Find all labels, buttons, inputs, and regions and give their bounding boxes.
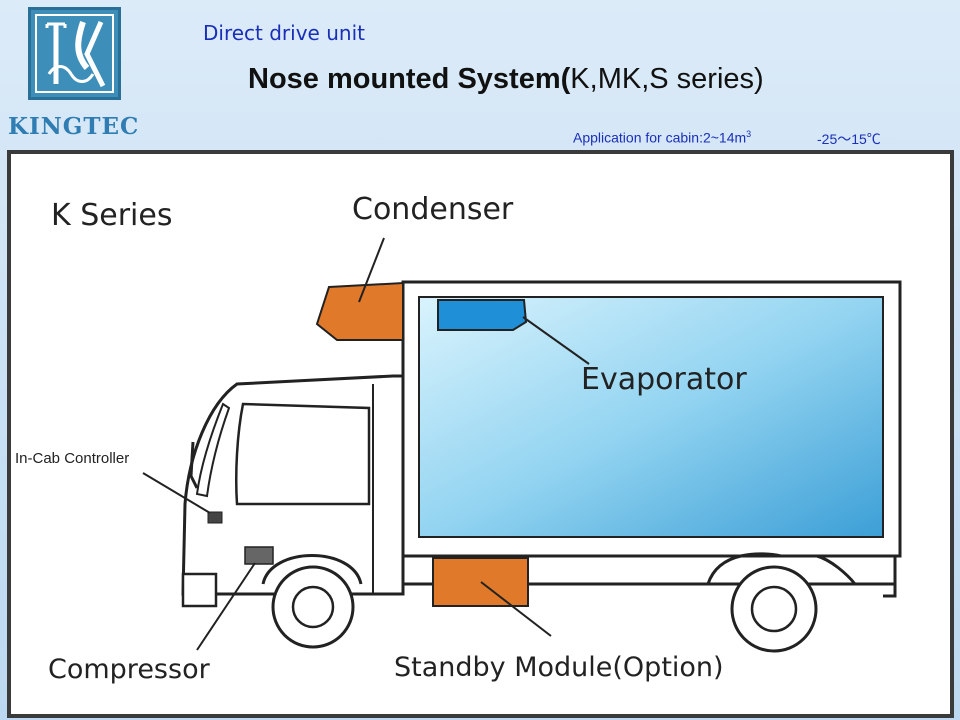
condenser-unit <box>315 281 404 341</box>
truck-diagram <box>142 237 902 653</box>
application-note: Application for cabin:2~14m3 <box>573 129 751 146</box>
compressor-unit <box>244 546 274 565</box>
standby-module-unit <box>432 557 529 607</box>
compressor-label: Compressor <box>48 654 210 685</box>
side-mirror <box>189 441 199 489</box>
standby-module-label: Standby Module(Option) <box>394 652 724 683</box>
title-series: K,MK,S series) <box>570 63 764 95</box>
kingtec-logo <box>28 7 121 100</box>
temperature-range: -25～15℃ <box>817 131 881 147</box>
condenser-label: Condenser <box>352 192 514 227</box>
truck-cab <box>181 374 405 608</box>
rear-wheel <box>730 565 818 653</box>
cargo-box <box>401 280 902 558</box>
in-cab-controller-label: In-Cab Controller <box>15 450 130 467</box>
leader-lines <box>142 237 590 651</box>
page-title: Nose mounted System(K,MK,S series) <box>248 63 764 96</box>
application-superscript: 3 <box>746 129 752 139</box>
title-main: Nose mounted System( <box>248 63 571 95</box>
diagram-panel: K Series Condenser Evaporator In-Cab Con… <box>7 150 954 718</box>
in-cab-controller <box>207 511 223 524</box>
evaporator-unit <box>437 299 528 331</box>
logo-wordmark: KINGTEC <box>8 113 140 140</box>
application-text: Application for cabin:2~14m <box>573 129 747 146</box>
evaporator-label: Evaporator <box>581 362 747 397</box>
series-label: K Series <box>51 198 173 233</box>
monogram-icon <box>35 14 114 93</box>
subtitle: Direct drive unit <box>203 21 365 45</box>
front-wheel <box>261 554 363 649</box>
